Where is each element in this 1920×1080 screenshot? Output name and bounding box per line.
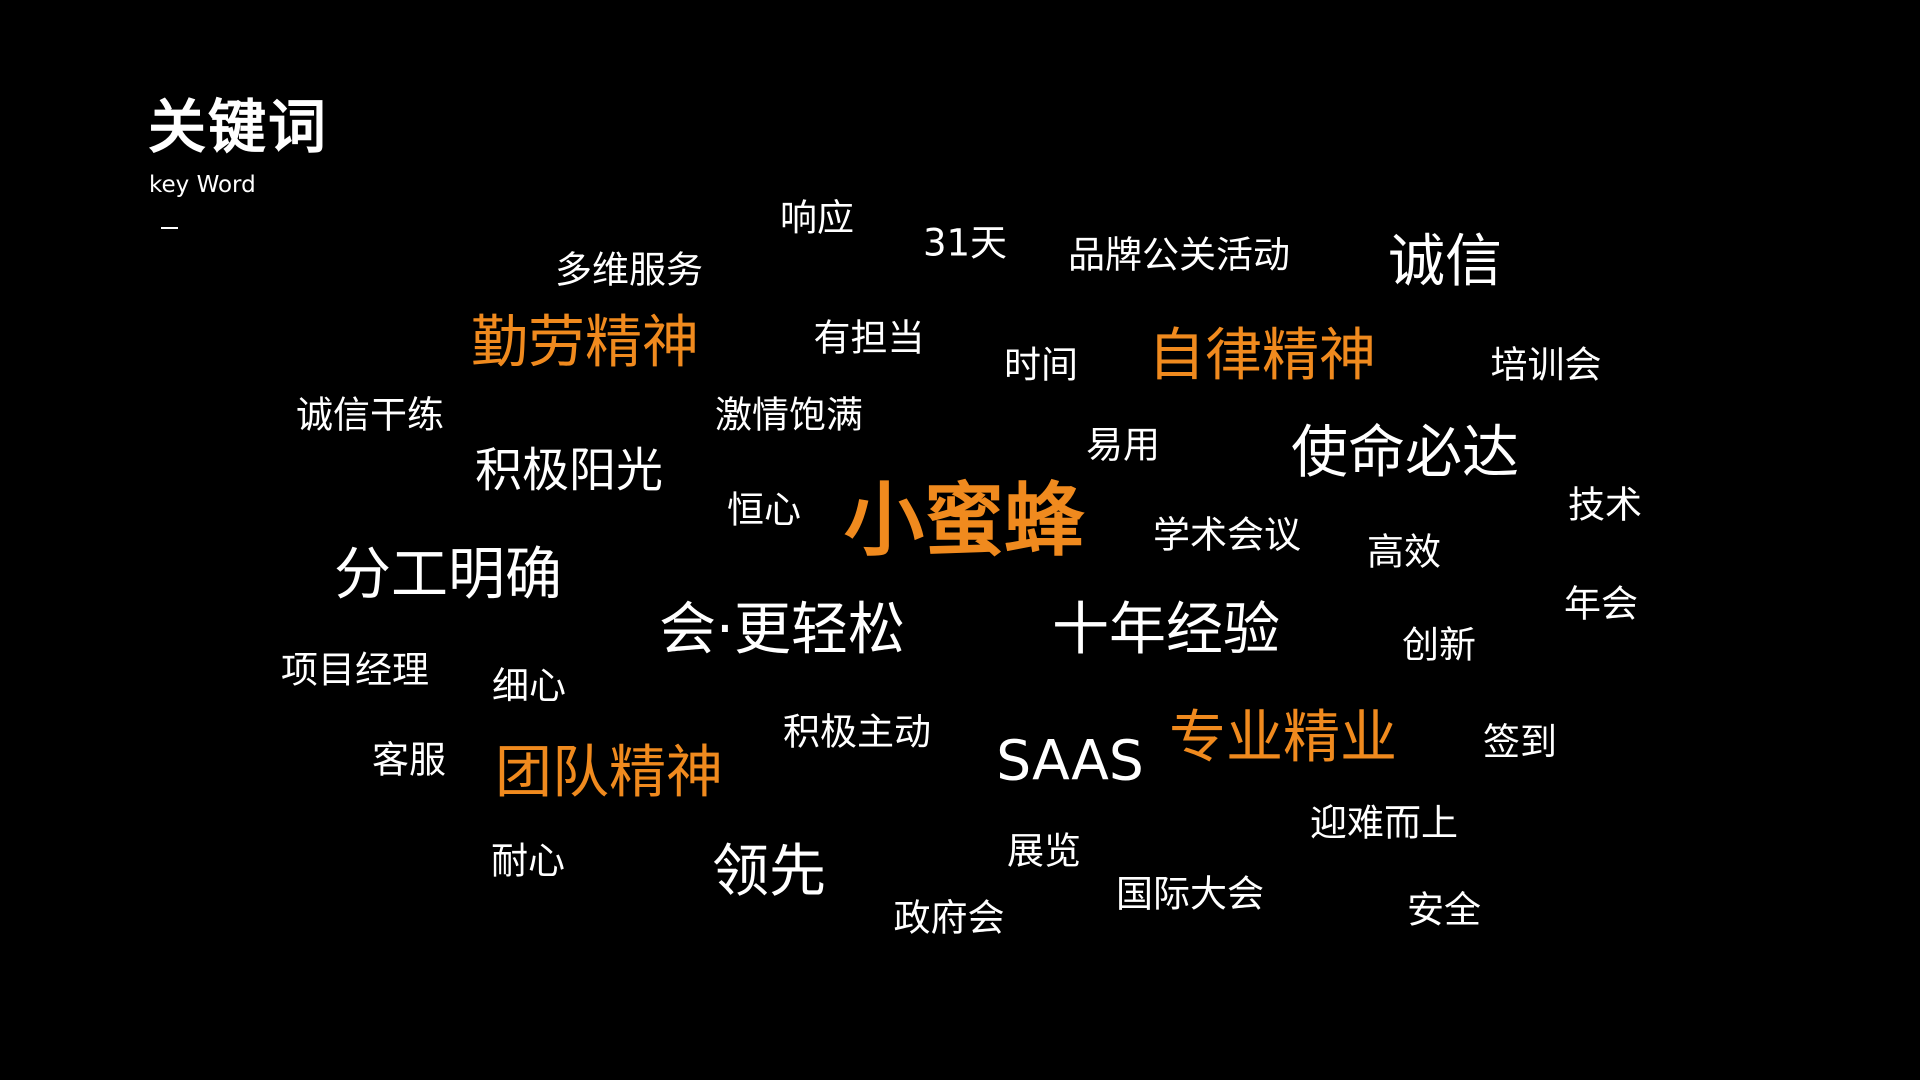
keyword-lingxian: 领先 [712, 838, 826, 905]
keyword-jishu: 技术 [1568, 483, 1642, 527]
keyword-jijiyangguang: 积极阳光 [475, 443, 663, 499]
keyword-saas: SAAS [996, 728, 1144, 793]
keyword-hui-gengqingsong: 会·更轻松 [658, 596, 906, 663]
keyword-kefu: 客服 [372, 738, 446, 782]
keyword-jiqing: 激情饱满 [715, 393, 863, 437]
keyword-qinlao: 勤劳精神 [471, 309, 699, 376]
keyword-youdandang: 有担当 [813, 316, 925, 360]
keyword-xueshu: 学术会议 [1153, 513, 1301, 557]
keyword-guoji: 国际大会 [1116, 872, 1264, 916]
keyword-tuandui: 团队精神 [495, 739, 723, 806]
keyword-fengong: 分工明确 [334, 541, 562, 608]
keyword-31tian: 31天 [922, 221, 1008, 265]
keyword-chengxin: 诚信 [1388, 228, 1502, 295]
page-subtitle: key Word [149, 172, 256, 198]
keyword-shinian: 十年经验 [1052, 596, 1280, 663]
keyword-shiming: 使命必达 [1291, 419, 1519, 486]
keyword-hengxin: 恒心 [727, 488, 801, 532]
keyword-zhanlan: 展览 [1007, 829, 1081, 873]
page-title: 关键词 [148, 93, 329, 161]
keyword-xiaomifeng: 小蜜蜂 [844, 474, 1084, 567]
keyword-pinpai: 品牌公关活动 [1068, 233, 1290, 277]
keyword-xiangying: 响应 [780, 196, 854, 240]
keyword-zhengfu: 政府会 [893, 896, 1005, 940]
keyword-jijizhudong: 积极主动 [783, 710, 931, 754]
keyword-gaoxiao: 高效 [1367, 530, 1441, 574]
keyword-naixin: 耐心 [491, 839, 565, 883]
keyword-nianhui: 年会 [1564, 582, 1638, 626]
keyword-chuangxin: 创新 [1402, 623, 1476, 667]
keyword-anquan: 安全 [1407, 888, 1481, 932]
title-divider [161, 227, 178, 229]
keyword-peixunhui: 培训会 [1490, 343, 1602, 387]
keyword-duowei: 多维服务 [555, 248, 703, 292]
keyword-chengxinganlian: 诚信干练 [296, 393, 444, 437]
keyword-zhuanye: 专业精业 [1169, 704, 1397, 771]
keyword-yingnan: 迎难而上 [1310, 801, 1458, 845]
keyword-shijian: 时间 [1004, 343, 1078, 387]
keyword-yiyong: 易用 [1086, 423, 1160, 467]
keyword-qiandao: 签到 [1483, 720, 1557, 764]
keyword-xixin: 细心 [492, 664, 566, 708]
keyword-xiangmu: 项目经理 [281, 648, 429, 692]
keyword-zilv: 自律精神 [1148, 322, 1376, 389]
